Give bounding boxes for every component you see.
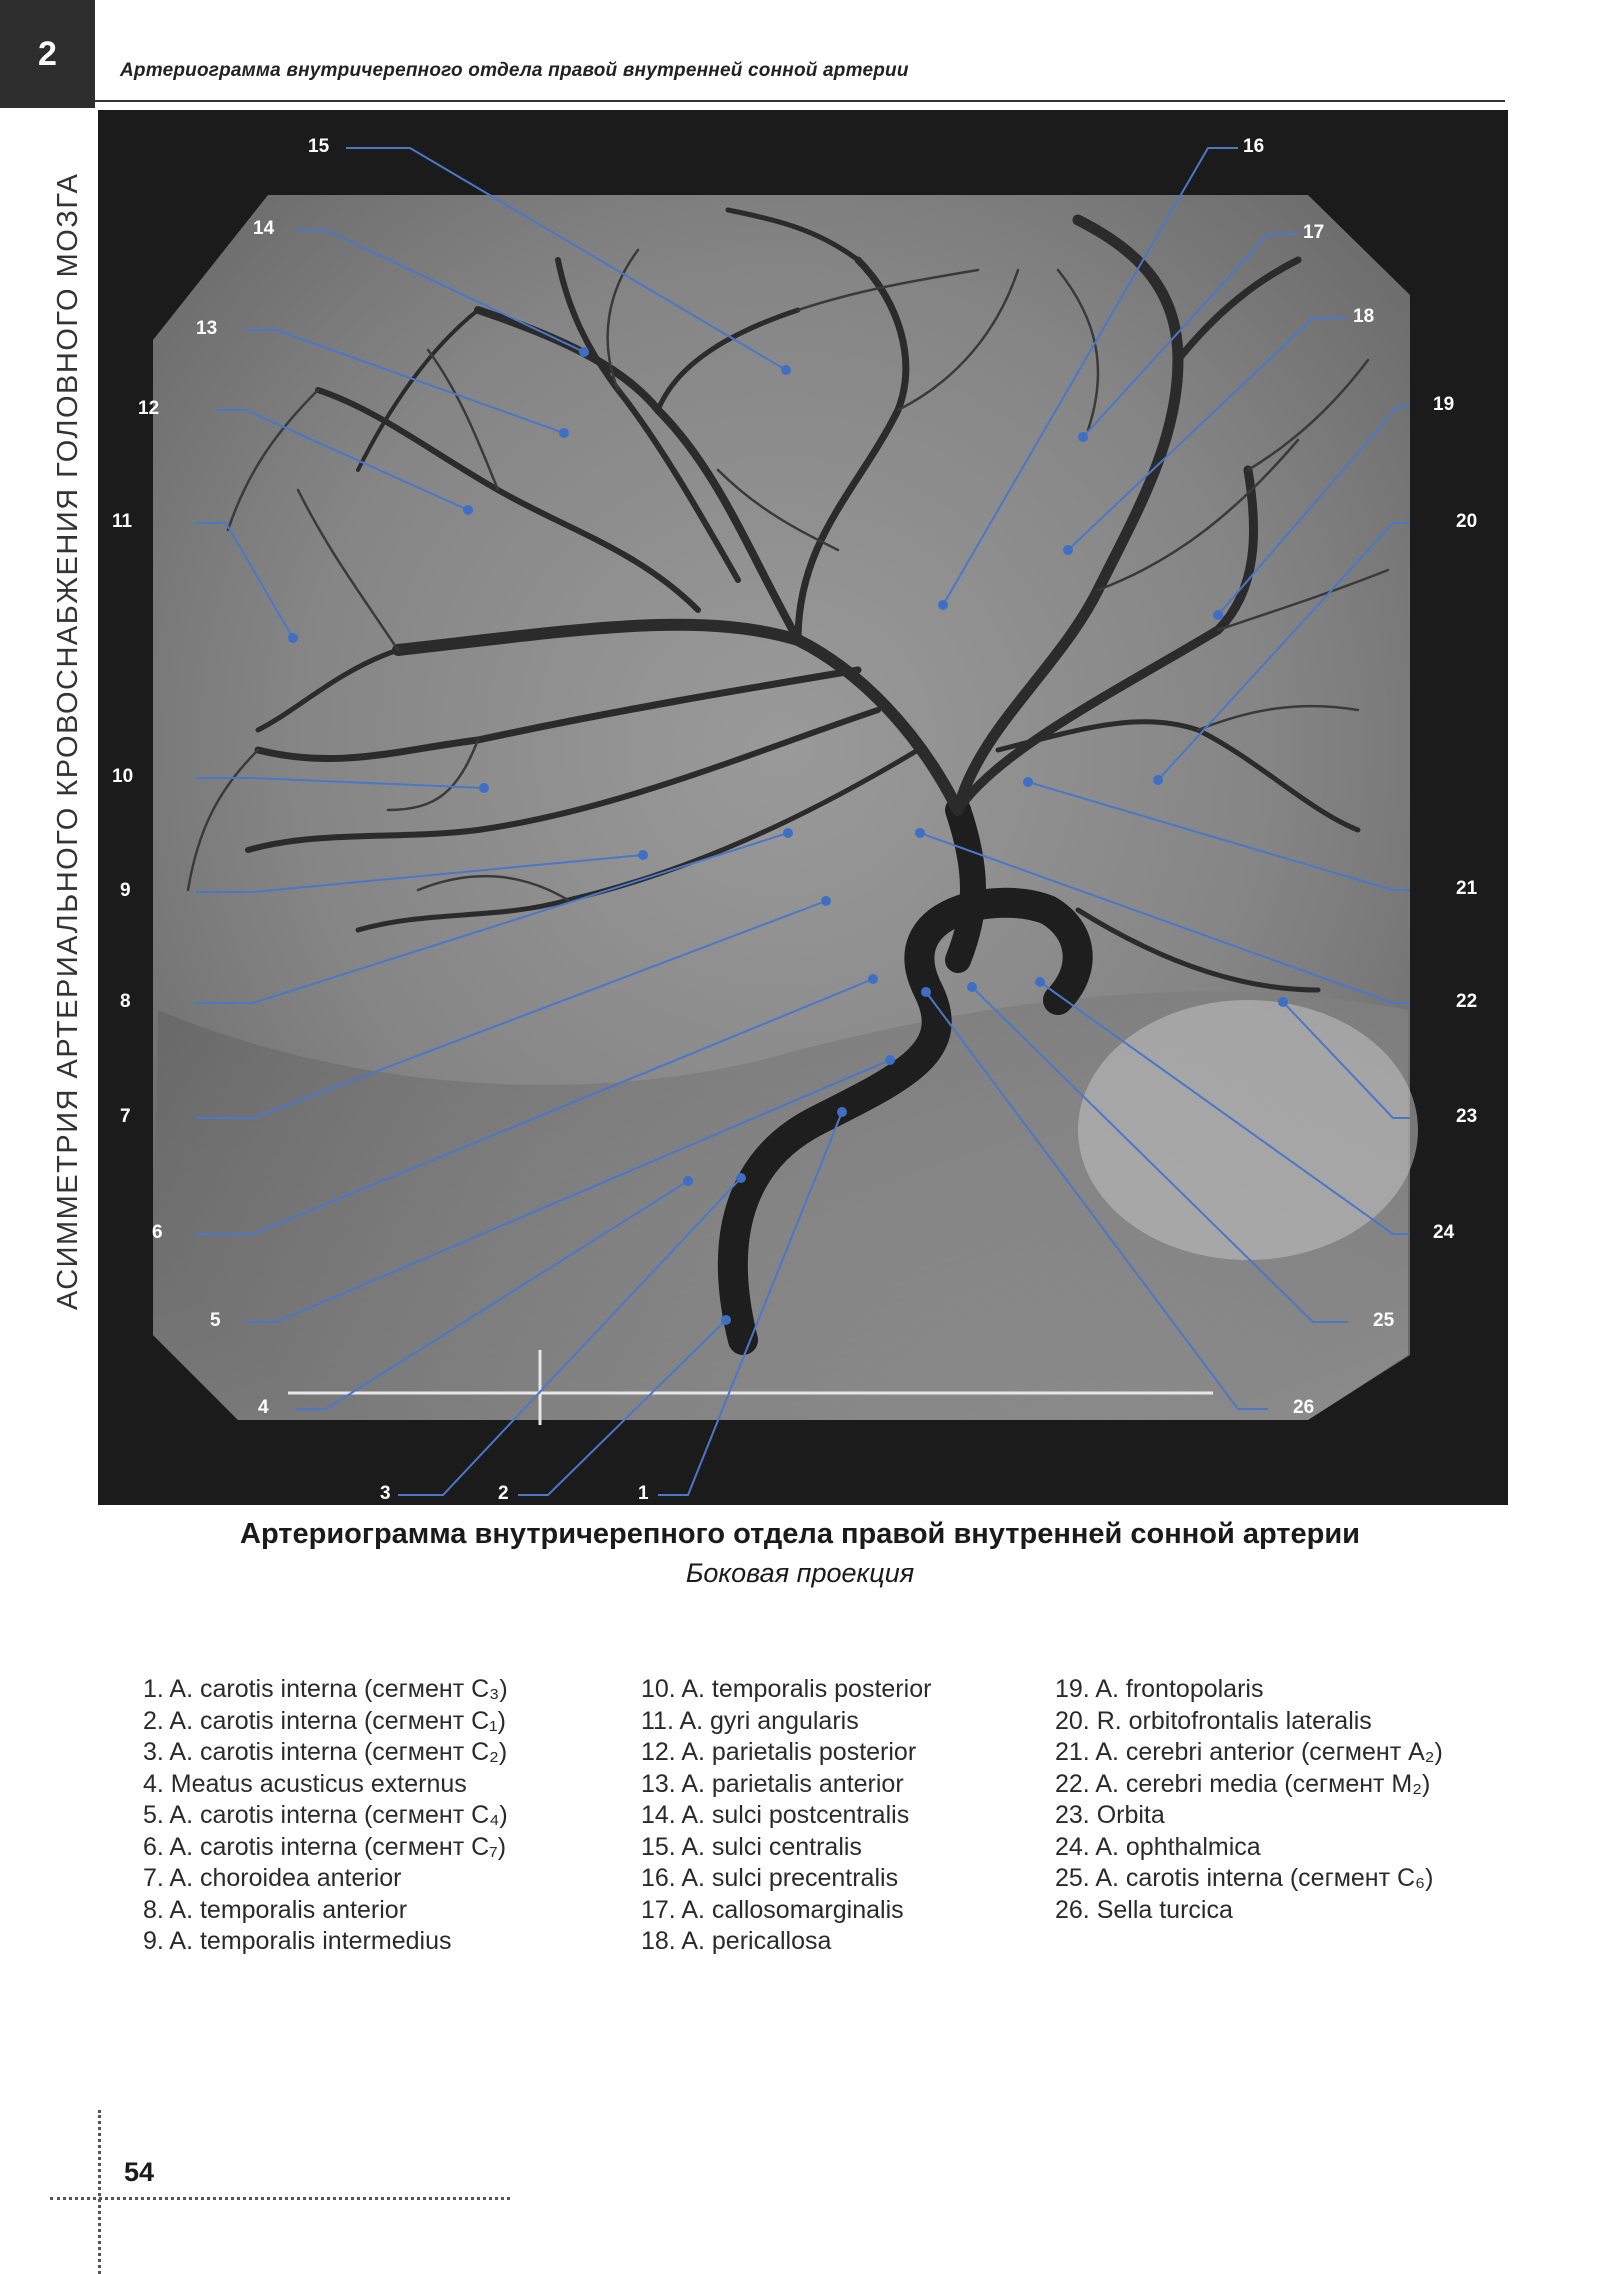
callout-14: 14: [253, 218, 275, 239]
legend-item: 4. Meatus acusticus externus: [143, 1769, 467, 1798]
callout-23: 23: [1456, 1106, 1478, 1127]
legend-item: 16. A. sulci precentralis: [641, 1864, 899, 1892]
figure-caption-title: Артериограмма внутричерепного отдела пра…: [240, 1518, 1360, 1550]
callout-8: 8: [120, 991, 131, 1012]
legend-column-1: 1. A. carotis interna (сегмент C₃) 2. A.…: [143, 1674, 508, 1958]
callout-4: 4: [258, 1397, 269, 1418]
arteriogram-image: [153, 147, 1418, 1496]
callout-13: 13: [196, 318, 218, 339]
callout-11: 11: [112, 511, 133, 532]
legend-item: 26. Sella turcica: [1055, 1895, 1233, 1924]
callout-2: 2: [498, 1483, 509, 1504]
legend-item: 9. A. temporalis intermedius: [143, 1927, 452, 1955]
callout-18: 18: [1353, 306, 1375, 327]
callout-17: 17: [1303, 222, 1325, 243]
legend-item: 23. Orbita: [1055, 1801, 1165, 1829]
running-header-title: Артериограмма внутричерепного отдела пра…: [120, 60, 909, 81]
legend-item: 12. A. parietalis posterior: [641, 1738, 917, 1766]
callout-10: 10: [112, 766, 134, 787]
figure-caption-subtitle: Боковая проекция: [685, 1558, 915, 1588]
callout-6: 6: [152, 1222, 163, 1243]
footer-dotted-marker: [98, 2110, 101, 2274]
callout-20: 20: [1456, 511, 1478, 532]
callout-3: 3: [380, 1483, 391, 1504]
callout-15: 15: [308, 136, 330, 157]
header-divider: [95, 100, 1505, 102]
legend-item: 7. A. choroidea anterior: [143, 1864, 402, 1892]
legend-item: 18. A. pericallosa: [641, 1927, 832, 1955]
legend-item: 17. A. callosomarginalis: [641, 1895, 904, 1924]
legend-item: 13. A. parietalis anterior: [641, 1769, 904, 1798]
legend-item: 2. A. carotis interna (сегмент C₁): [143, 1706, 506, 1735]
legend-item: 5. A. carotis interna (сегмент C₄): [143, 1801, 508, 1829]
arteriogram-figure: 15 14 13 12 11 10 9 8 7 6 5 4 3 2 1 16 1…: [98, 110, 1508, 1505]
legend-item: 6. A. carotis interna (сегмент C₇): [143, 1832, 507, 1861]
legend-item: 25. A. carotis interna (сегмент C₆): [1055, 1864, 1434, 1892]
legend-item: 8. A. temporalis anterior: [143, 1895, 408, 1924]
callout-7: 7: [120, 1106, 131, 1127]
legend-item: 14. A. sulci postcentralis: [641, 1801, 910, 1829]
page-number: 54: [124, 2157, 155, 2187]
legend-item: 20. R. orbitofrontalis lateralis: [1055, 1706, 1372, 1735]
footer-dotted-rule: [50, 2197, 510, 2200]
callout-24: 24: [1433, 1222, 1455, 1243]
callout-1: 1: [638, 1483, 649, 1504]
callout-25: 25: [1373, 1310, 1395, 1331]
legend-item: 11. A. gyri angularis: [641, 1706, 859, 1735]
legend-item: 21. A. cerebri anterior (сегмент A₂): [1055, 1738, 1443, 1766]
callout-5: 5: [210, 1310, 221, 1331]
legend-item: 19. A. frontopolaris: [1055, 1675, 1264, 1703]
legend-item: 22. A. cerebri media (сегмент M₂): [1055, 1769, 1431, 1798]
legend-item: 15. A. sulci centralis: [641, 1832, 862, 1861]
callout-19: 19: [1433, 394, 1455, 415]
chapter-number-badge: 2: [0, 0, 95, 108]
callout-16: 16: [1243, 136, 1265, 157]
callout-12: 12: [138, 398, 160, 419]
callout-26: 26: [1293, 1397, 1315, 1418]
legend-item: 10. A. temporalis posterior: [641, 1675, 932, 1703]
legend-item: 1. A. carotis interna (сегмент C₃): [143, 1675, 508, 1703]
legend-item: 24. A. ophthalmica: [1055, 1832, 1261, 1861]
callout-21: 21: [1456, 878, 1478, 899]
callout-22: 22: [1456, 991, 1478, 1012]
side-section-title: АСИММЕТРИЯ АРТЕРИАЛЬНОГО КРОВОСНАБЖЕНИЯ …: [52, 172, 84, 1310]
legend-item: 3. A. carotis interna (сегмент C₂): [143, 1738, 508, 1766]
callout-9: 9: [120, 880, 131, 901]
legend-column-2: 10. A. temporalis posterior 11. A. gyri …: [641, 1674, 931, 1958]
legend-column-3: 19. A. frontopolaris 20. R. orbitofronta…: [1055, 1674, 1443, 1926]
